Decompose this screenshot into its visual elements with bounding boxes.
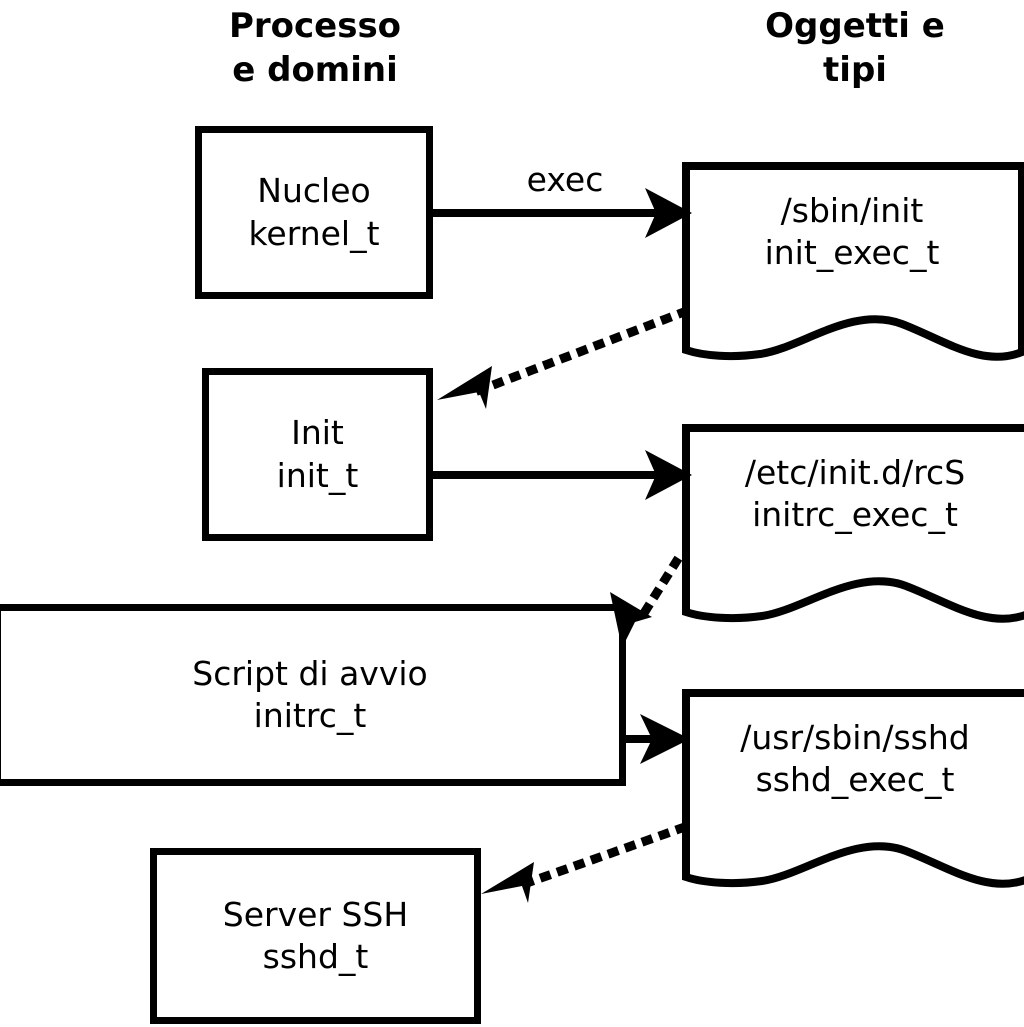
edge-script-to-sshd-exec <box>624 714 690 764</box>
column-header-processes: Processo e domini <box>228 6 402 91</box>
object-doc-init-exec[interactable] <box>682 162 1024 362</box>
document-shape-icon <box>682 689 1024 888</box>
process-box-initrc[interactable]: Script di avvio initrc_t <box>0 604 626 786</box>
process-box-init-label: Init init_t <box>276 413 359 495</box>
document-shape-icon <box>682 424 1024 623</box>
process-box-init[interactable]: Init init_t <box>202 368 433 541</box>
object-doc-sshd-exec[interactable] <box>682 689 1024 889</box>
process-box-kernel-label: Nucleo kernel_t <box>248 171 380 253</box>
column-header-objects: Oggetti e tipi <box>765 6 945 91</box>
process-box-sshd[interactable]: Server SSH sshd_t <box>150 848 481 1024</box>
process-box-initrc-label: Script di avvio initrc_t <box>192 653 428 735</box>
process-box-kernel[interactable]: Nucleo kernel_t <box>195 126 433 299</box>
edge-sshd-exec-to-sshd <box>481 822 688 903</box>
document-shape-icon <box>682 162 1024 361</box>
edge-init-to-initrc-exec <box>433 450 692 500</box>
object-doc-initrc-exec[interactable] <box>682 424 1024 624</box>
process-box-sshd-label: Server SSH sshd_t <box>222 894 409 976</box>
edge-init-exec-to-init <box>437 306 690 409</box>
edge-label-exec: exec <box>526 160 604 199</box>
